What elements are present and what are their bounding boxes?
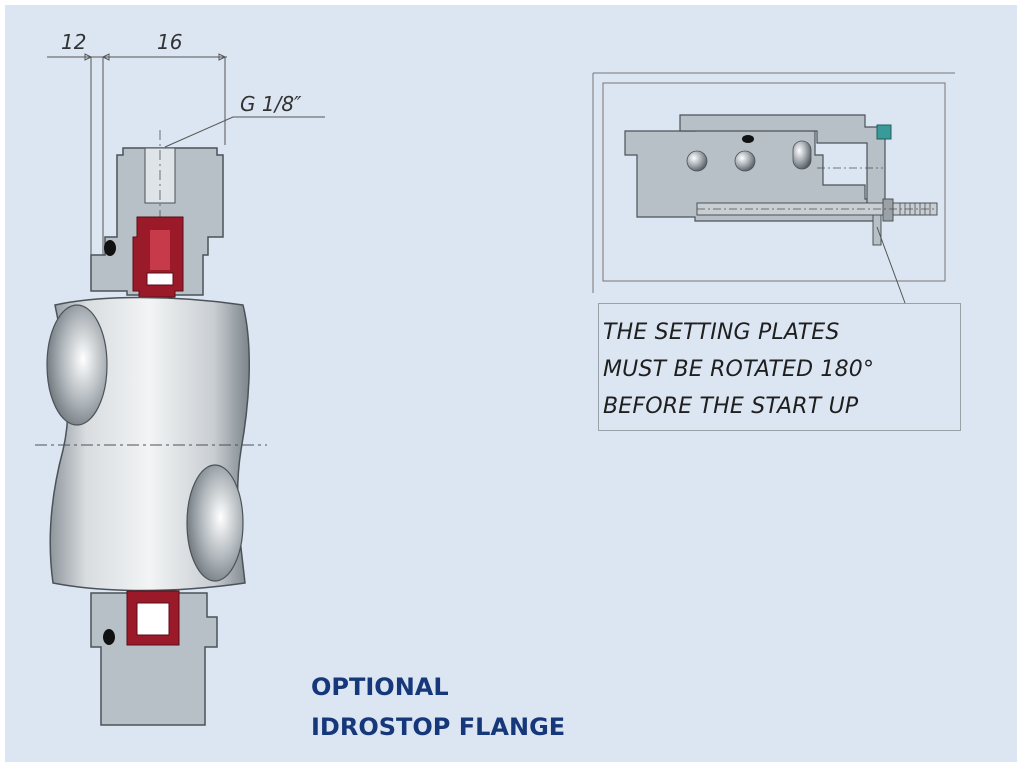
- thread-callout: G 1/8″: [240, 92, 302, 116]
- upper-flange: [90, 130, 224, 298]
- detail-inset: [592, 72, 955, 304]
- caption-line-2: IDROSTOP FLANGE: [311, 713, 566, 741]
- setting-plates-note: THE SETTING PLATES MUST BE ROTATED 180° …: [598, 303, 961, 431]
- caption-line-1: OPTIONAL: [311, 673, 449, 701]
- drawing-panel: 12 16 G 1/8″: [5, 5, 1017, 762]
- dim-label-12: 12: [61, 30, 86, 54]
- note-line-3: BEFORE THE START UP: [603, 394, 859, 419]
- dim-label-16: 16: [157, 30, 182, 54]
- dimension-lines: [47, 53, 325, 257]
- shaft: [35, 296, 267, 592]
- note-line-2: MUST BE ROTATED 180°: [603, 357, 875, 382]
- note-line-1: THE SETTING PLATES: [603, 320, 840, 345]
- lower-flange: [90, 590, 218, 726]
- diagram-caption: OPTIONAL IDROSTOP FLANGE: [311, 667, 565, 747]
- technical-drawing: 12 16 G 1/8″: [35, 30, 955, 726]
